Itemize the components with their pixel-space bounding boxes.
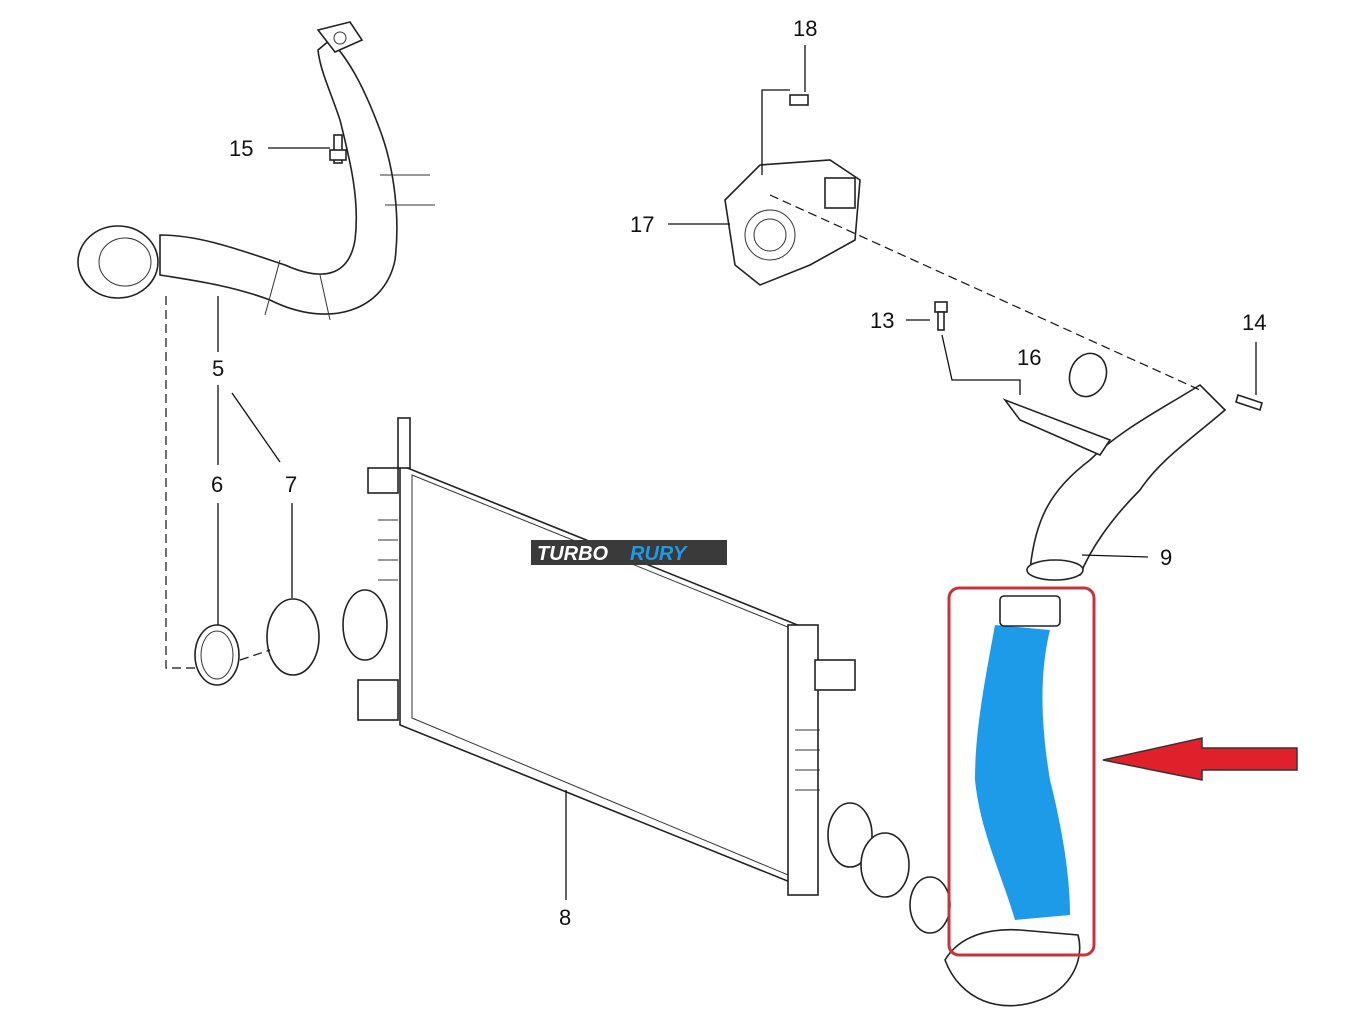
part-13-bolt — [934, 301, 948, 331]
lower-clamp — [860, 832, 910, 898]
label-9: 9 — [1160, 545, 1172, 570]
part-14-bolt — [1235, 393, 1263, 412]
label-5: 5 — [212, 356, 224, 381]
label-7: 7 — [285, 472, 297, 497]
logo-text-rury: RURY — [630, 543, 688, 565]
label-17: 17 — [630, 212, 654, 237]
leader-lines — [165, 45, 1257, 900]
arrow-icon — [1102, 737, 1298, 781]
part-6-o-ring — [194, 624, 240, 686]
highlight-box — [947, 586, 1096, 957]
highlighted-intercooler-hose — [944, 586, 1096, 1007]
label-8: 8 — [559, 905, 571, 930]
label-6: 6 — [211, 472, 223, 497]
part-5-hose — [77, 21, 435, 321]
part-16-o-ring — [1068, 352, 1108, 398]
part-17-throttle-body — [724, 159, 861, 286]
part-15-bolt — [329, 134, 347, 164]
lower-o-ring — [909, 876, 951, 934]
logo-text-turbo: TURBO — [537, 543, 609, 565]
label-14: 14 — [1242, 310, 1266, 335]
part-8-intercooler — [342, 417, 873, 896]
label-18: 18 — [793, 16, 817, 41]
turborury-logo: TURBO RURY — [531, 540, 727, 565]
label-13: 13 — [870, 308, 894, 333]
part-9-pipe — [1002, 383, 1227, 581]
part-7-clamp — [266, 598, 320, 676]
label-16: 16 — [1017, 345, 1041, 370]
part-18-bolt — [789, 94, 809, 106]
label-15: 15 — [229, 136, 253, 161]
